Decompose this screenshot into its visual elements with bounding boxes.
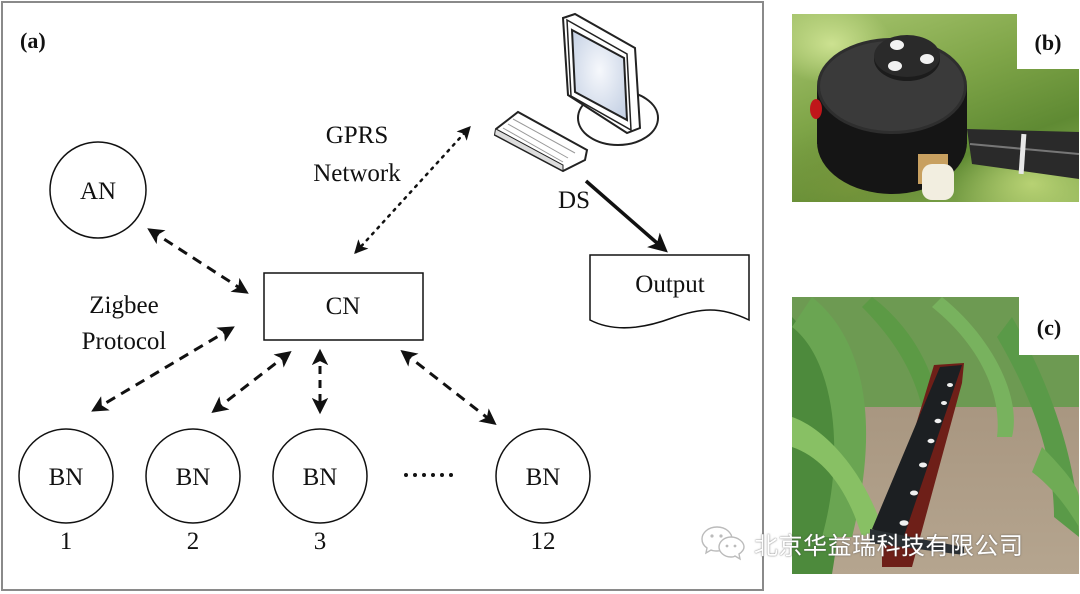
cn-node: CN — [263, 272, 424, 341]
bn-node-1-label: BN — [49, 464, 84, 491]
bn-node-12-label: BN — [526, 464, 561, 491]
bn-node-1-index: 1 — [60, 528, 73, 555]
zigbee-annotation-line2: Protocol — [82, 328, 167, 355]
field-illustration — [792, 297, 1079, 574]
bn-node-1: BN 1 — [18, 428, 114, 555]
an-node: AN — [49, 141, 147, 239]
ds-label: DS — [558, 187, 590, 214]
bn-node-12: BN 12 — [495, 428, 591, 555]
computer-icon — [493, 12, 659, 173]
photo-sensor-bar-field: (c) — [792, 297, 1079, 574]
sensor-head-illustration — [810, 35, 1079, 200]
bn-node-3: BN 3 — [272, 428, 368, 555]
cn-node-label: CN — [326, 293, 361, 320]
photo-sensor-head: (b) — [792, 14, 1079, 202]
zigbee-annotation-line1: Zigbee — [89, 292, 158, 319]
link-ds-output — [584, 179, 668, 253]
link-cn-bn12 — [400, 349, 497, 426]
output-node: Output — [589, 254, 750, 329]
link-an-cn — [147, 228, 249, 294]
bn-node-3-label: BN — [303, 464, 338, 491]
link-cn-bn1 — [91, 326, 235, 412]
bn-node-2: BN 2 — [145, 428, 241, 555]
panel-c-label: (c) — [1019, 297, 1079, 355]
panel-a-label: (a) — [20, 28, 46, 53]
bn-ellipsis — [404, 473, 453, 477]
an-node-label: AN — [80, 178, 116, 205]
watermark: 北京华益瑞科技有限公司 — [700, 523, 1024, 563]
bn-node-2-label: BN — [176, 464, 211, 491]
bn-node-12-index: 12 — [531, 528, 556, 555]
wechat-icon — [701, 526, 745, 561]
watermark-text: 北京华益瑞科技有限公司 — [754, 531, 1024, 560]
gprs-annotation-line2: Network — [313, 160, 401, 187]
gprs-annotation-line1: GPRS — [326, 122, 389, 149]
keyboard-icon — [493, 110, 589, 173]
bn-node-3-index: 3 — [314, 528, 327, 555]
panel-b-label: (b) — [1017, 14, 1079, 69]
output-node-label: Output — [635, 271, 705, 298]
bn-node-2-index: 2 — [187, 528, 200, 555]
